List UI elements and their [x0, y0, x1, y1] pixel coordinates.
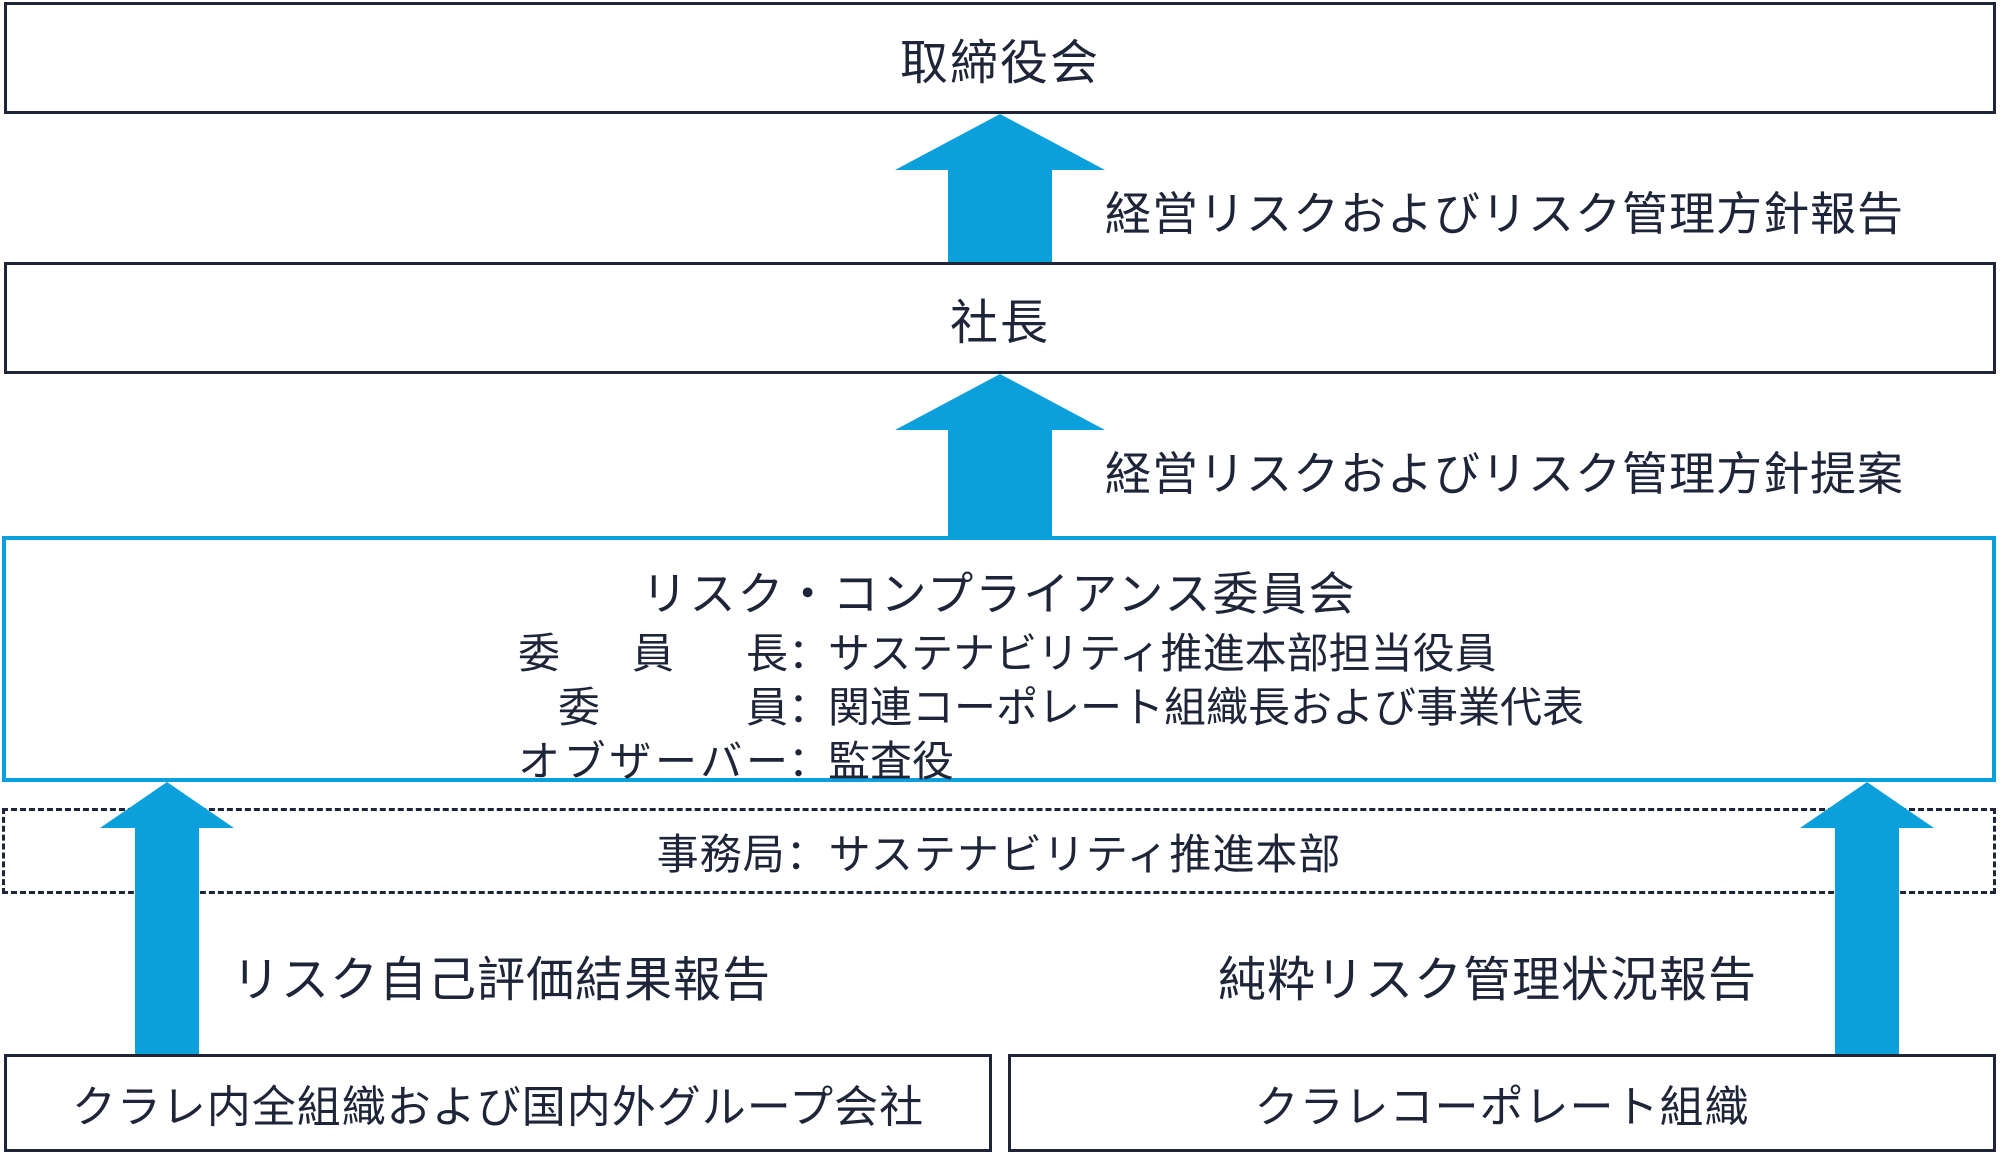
member-role: 委 員: [558, 683, 788, 732]
right-report-label: 純粋リスク管理状況報告: [1218, 952, 1758, 1008]
member-colon: ：: [788, 683, 831, 732]
member-colon: ：: [788, 629, 831, 678]
member-role: 委 員 長: [518, 629, 788, 678]
secretariat-box: 事務局：サステナビリティ推進本部: [2, 808, 1996, 894]
member-value: 関連コーポレート組織長および事業代表: [828, 683, 1585, 732]
member-row-observer: オブザーバー ： 監査役: [518, 728, 954, 789]
secretariat-label: 事務局：サステナビリティ推進本部: [656, 829, 1342, 879]
right-bottom-label: クラレコーポレート組織: [1254, 1082, 1750, 1133]
report-to-board-label: 経営リスクおよびリスク管理方針報告: [1105, 187, 1904, 241]
member-colon: ：: [788, 737, 831, 786]
right-bottom-box: クラレコーポレート組織: [1008, 1054, 1996, 1152]
left-bottom-label: クラレ内全組織および国内外グループ会社: [71, 1082, 925, 1133]
up-arrow-to-board: [895, 114, 1105, 262]
member-role: オブザーバー: [518, 737, 788, 786]
up-arrow-right: [1800, 782, 1934, 1054]
up-arrow-to-president: [895, 374, 1105, 538]
left-bottom-box: クラレ内全組織および国内外グループ会社: [4, 1054, 992, 1152]
up-arrow-left: [100, 782, 234, 1054]
member-row-members: 委 員 ： 関連コーポレート組織長および事業代表: [518, 674, 1584, 735]
committee-title: リスク・コンプライアンス委員会: [641, 567, 1357, 621]
board-box: 取締役会: [4, 2, 1996, 114]
board-label: 取締役会: [899, 35, 1100, 91]
president-box: 社長: [4, 262, 1996, 374]
proposal-to-president-label: 経営リスクおよびリスク管理方針提案: [1105, 447, 1904, 501]
president-label: 社長: [949, 295, 1050, 351]
member-row-chair: 委 員 長 ： サステナビリティ推進本部担当役員: [518, 620, 1497, 681]
left-report-label: リスク自己評価結果報告: [232, 952, 772, 1008]
member-value: サステナビリティ推進本部担当役員: [828, 629, 1497, 678]
member-value: 監査役: [828, 737, 955, 786]
committee-box: リスク・コンプライアンス委員会 委 員 長 ： サステナビリティ推進本部担当役員…: [2, 536, 1996, 786]
